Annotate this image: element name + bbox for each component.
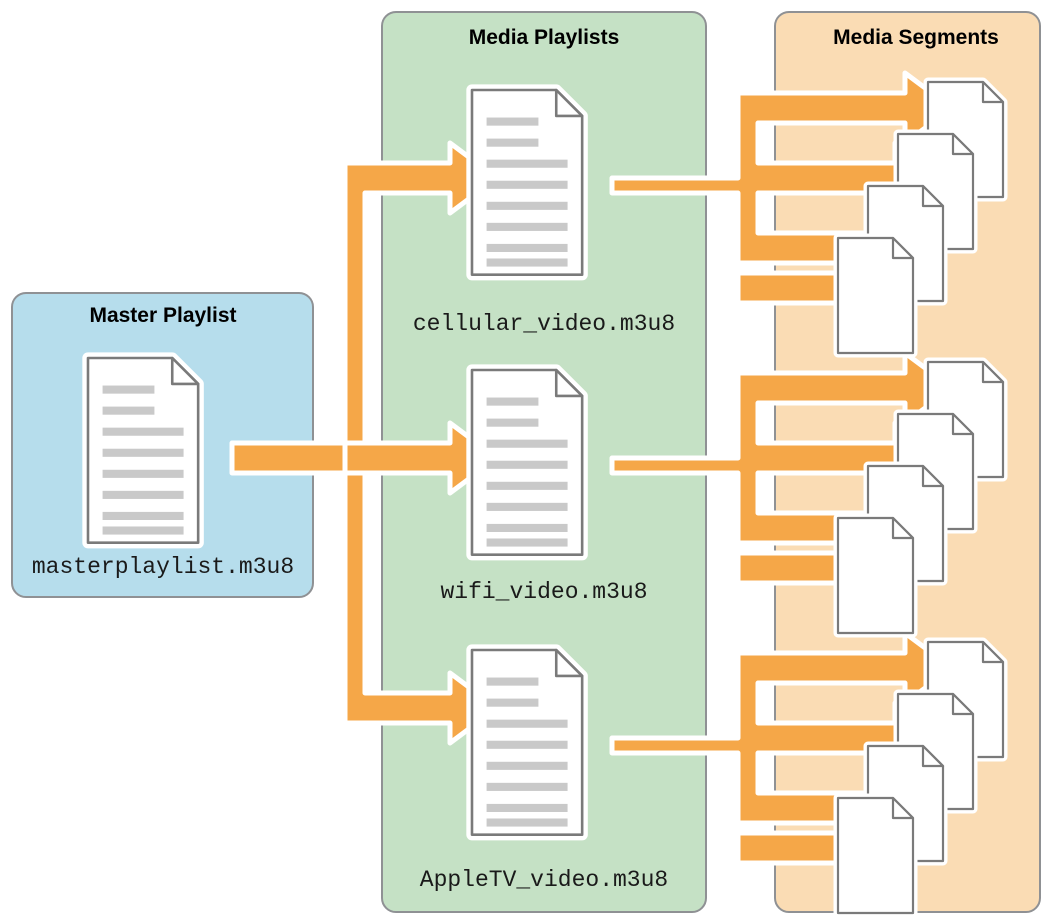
media-playlist-label-cellular: cellular_video.m3u8 [413, 311, 675, 337]
document-fold-icon [170, 356, 200, 386]
document-fold-icon [554, 368, 584, 398]
segment-document [836, 796, 915, 915]
document-fold-icon [951, 692, 975, 716]
master-playlist-label: masterplaylist.m3u8 [32, 554, 294, 580]
segment-document [836, 516, 915, 635]
document-fold-icon [981, 80, 1005, 104]
document-fold-icon [891, 796, 915, 820]
playlists-panel-title: Media Playlists [469, 26, 620, 49]
media-playlist-label-wifi: wifi_video.m3u8 [440, 579, 647, 605]
master-playlist-document [82, 352, 204, 549]
document-fold-icon [921, 184, 945, 208]
document-fold-icon [981, 640, 1005, 664]
document-text-lines [486, 397, 568, 547]
media-playlist-document-appletv [466, 644, 588, 841]
document-fold-icon [891, 236, 915, 260]
document-text-lines [486, 677, 568, 827]
segment-document [836, 236, 915, 355]
document-fold-icon [554, 648, 584, 678]
document-fold-icon [891, 516, 915, 540]
media-playlist-document-cellular [466, 84, 588, 281]
segments-panel-title: Media Segments [833, 26, 999, 49]
document-fold-icon [921, 744, 945, 768]
document-text-lines [486, 117, 568, 267]
document-fold-icon [981, 360, 1005, 384]
document-text-lines [102, 385, 184, 535]
media-playlist-document-wifi [466, 364, 588, 561]
master-to-playlists-arrows [229, 140, 500, 746]
media-playlist-label-appletv: AppleTV_video.m3u8 [420, 867, 668, 893]
document-fold-icon [951, 132, 975, 156]
document-fold-icon [951, 412, 975, 436]
document-fold-icon [921, 464, 945, 488]
segment-group-cellular [833, 77, 1008, 358]
segment-group-wifi [833, 357, 1008, 638]
master-panel-title: Master Playlist [89, 304, 236, 327]
document-fold-icon [554, 88, 584, 118]
segment-group-appletv [833, 637, 1008, 918]
